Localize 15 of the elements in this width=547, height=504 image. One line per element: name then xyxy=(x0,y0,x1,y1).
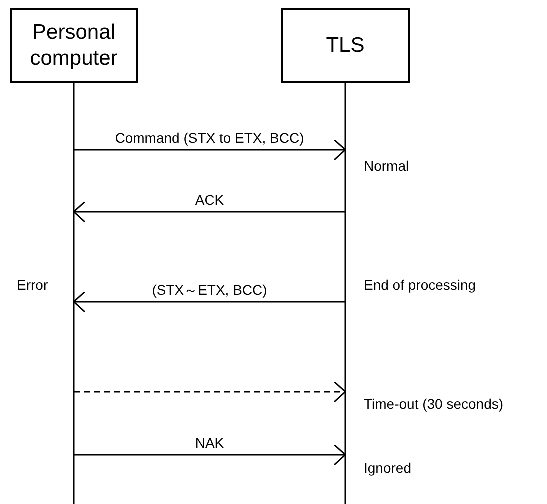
state-note: Time-out (30 seconds) xyxy=(364,396,504,412)
message-label: (STX～ETX, BCC) xyxy=(150,282,270,300)
message-label: Command (STX to ETX, BCC) xyxy=(113,130,306,146)
state-note: End of processing xyxy=(364,277,476,293)
participant-box: Personal computer xyxy=(10,8,138,83)
message-arrow xyxy=(74,381,346,403)
message-arrow xyxy=(73,291,346,313)
message-arrow xyxy=(74,139,346,161)
message-label: ACK xyxy=(193,192,226,208)
state-note: Normal xyxy=(364,158,410,174)
state-note: Ignored xyxy=(364,460,412,476)
participant-box: TLS xyxy=(281,8,410,83)
message-arrow xyxy=(73,201,346,223)
state-note: Error xyxy=(17,277,48,293)
message-arrow xyxy=(74,444,346,466)
